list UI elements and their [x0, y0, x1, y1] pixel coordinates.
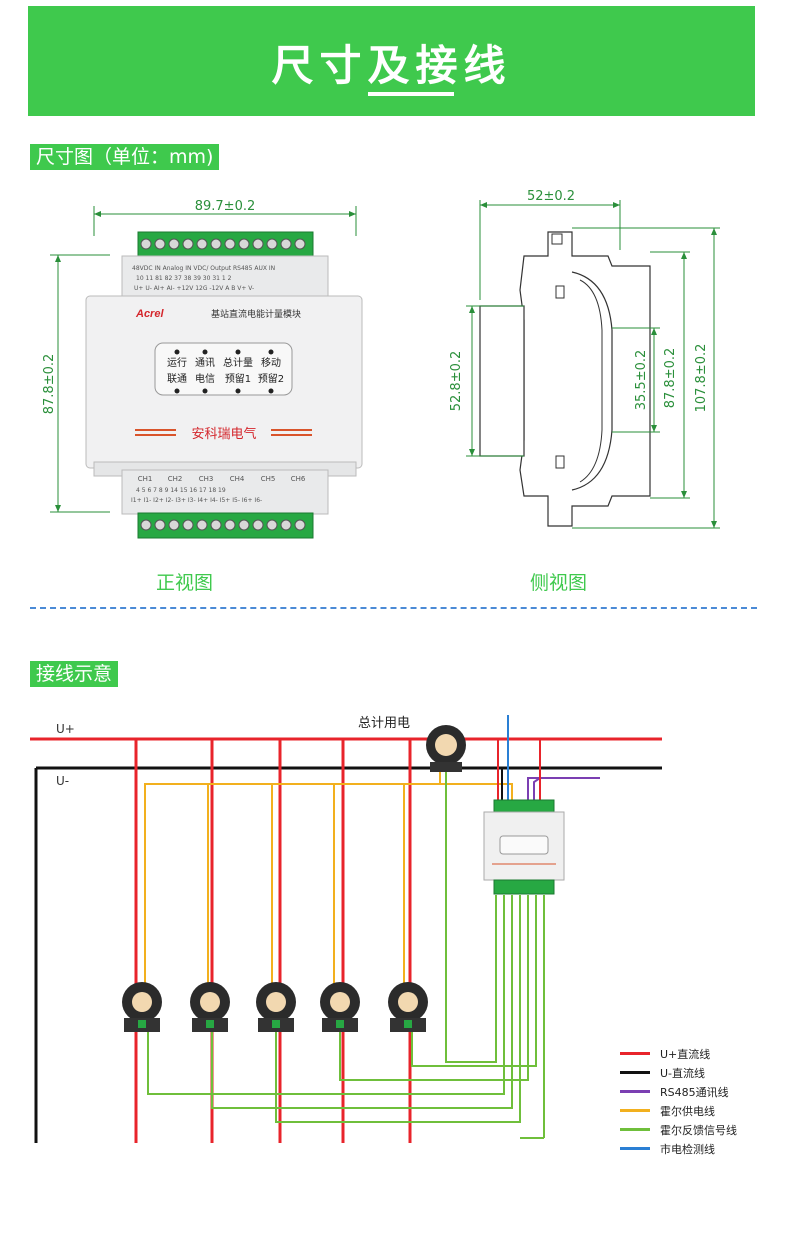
legend-item: U-直流线: [620, 1063, 737, 1082]
u-plus-label: U+: [56, 722, 75, 736]
company-name: 安科瑞电气: [191, 426, 256, 442]
side-slot-top: [555, 285, 565, 299]
indicator-label-6: 电信: [195, 372, 215, 385]
module-top-terminals: [493, 799, 555, 813]
indicator-label-8: 预留2: [258, 372, 284, 385]
front-view: 89.7±0.2 87.8±0.2 48VDC IN Analog IN VDC…: [42, 199, 363, 539]
side-view-caption: 侧视图: [530, 572, 588, 594]
rs485-lines: [527, 777, 600, 804]
branch-current-transformers: [122, 982, 428, 1032]
front-width-label: 89.7±0.2: [195, 199, 256, 214]
front-top-labels-row1: 48VDC IN Analog IN VDC/ Output RS485 AUX…: [132, 265, 275, 272]
side-slot-bottom: [555, 455, 565, 469]
legend-item: RS485通讯线: [620, 1082, 737, 1101]
legend-item: U+直流线: [620, 1044, 737, 1063]
channel-label-1: CH1: [138, 475, 153, 483]
channel-label-2: CH2: [168, 475, 183, 483]
legend-swatch-hall-supply: [620, 1109, 650, 1112]
indicator-label-3: 总计量: [223, 356, 253, 369]
front-top-labels-row2: 10 11 81 82 37 38 39 30 31 1 2: [136, 275, 232, 282]
legend-swatch-mains: [620, 1147, 650, 1150]
top-terminal-screws: [140, 238, 306, 250]
indicator-label-1: 运行: [167, 356, 187, 369]
page-title: 尺寸及接线: [271, 41, 512, 90]
channel-label-5: CH5: [261, 475, 276, 483]
title-underline: [368, 92, 454, 96]
legend-label: U+直流线: [660, 1047, 711, 1061]
indicator-panel: [154, 342, 293, 396]
dimensions-section-tag: 尺寸图（单位：mm): [30, 144, 220, 170]
side-din-rail-part: [479, 305, 525, 457]
side-width-label: 52±0.2: [527, 189, 575, 204]
branch-lines: [134, 739, 412, 1143]
front-bottom-labels-row2: 4 5 6 7 8 9 14 15 16 17 18 19: [136, 487, 226, 494]
legend-label: U-直流线: [660, 1066, 706, 1080]
front-bottom-labels-row3: I1+ I1- I2+ I2- I3+ I3- I4+ I4- I5+ I5- …: [131, 497, 262, 504]
front-top-labels-row3: U+ U- AI+ AI- +12V 12G -12V A B V+ V-: [134, 285, 254, 292]
legend-label: 霍尔反馈信号线: [660, 1123, 737, 1137]
legend-swatch-rs485: [620, 1090, 650, 1093]
u-minus-label: U-: [56, 774, 69, 788]
front-upper-housing: [121, 255, 329, 301]
channel-label-3: CH3: [199, 475, 214, 483]
side-dim1-label: 52.8±0.2: [449, 351, 464, 412]
indicator-leds: [174, 349, 274, 394]
wiring-legend: U+直流线 U-直流线 RS485通讯线 霍尔供电线 霍尔反馈信号线 市电检测线: [620, 1044, 737, 1158]
legend-label: 霍尔供电线: [660, 1104, 715, 1118]
bottom-terminal-screws: [140, 519, 306, 531]
main-current-transformer: [426, 725, 466, 772]
channel-label-4: CH4: [230, 475, 245, 483]
brand-logo: Acrel: [135, 308, 164, 320]
hall-supply-lines: [144, 770, 513, 990]
side-dim3-label: 87.8±0.2: [663, 348, 678, 409]
wiring-section-tag: 接线示意: [30, 661, 119, 687]
front-lower-housing: [121, 469, 329, 515]
indicator-label-5: 联通: [167, 373, 187, 385]
indicator-label-7: 预留1: [225, 372, 251, 385]
product-name: 基站直流电能计量模块: [211, 308, 301, 320]
side-dim2-label: 35.5±0.2: [634, 350, 649, 411]
header-banner: 尺寸及接线: [28, 6, 755, 116]
hall-feedback-lines: [147, 770, 545, 1139]
module-bottom-terminals: [493, 879, 555, 895]
legend-swatch-hall-feedback: [620, 1128, 650, 1131]
indicator-label-2: 通讯: [195, 357, 215, 369]
total-usage-label: 总计用电: [358, 716, 410, 731]
section-divider: [30, 607, 757, 609]
legend-swatch-u-minus: [620, 1071, 650, 1074]
side-view: 52±0.2 52.8±0.2 35.5±0.2 87.8±0.2: [449, 189, 720, 529]
legend-label: RS485通讯线: [660, 1085, 729, 1099]
legend-label: 市电检测线: [660, 1142, 715, 1156]
legend-item: 霍尔反馈信号线: [620, 1120, 737, 1139]
side-dim4-label: 107.8±0.2: [694, 344, 709, 413]
side-outline: [519, 231, 651, 527]
wiring-diagram: U+ U- 总计用电: [30, 715, 662, 1143]
indicator-label-4: 移动: [261, 356, 281, 369]
legend-item: 霍尔供电线: [620, 1101, 737, 1120]
front-height-label: 87.8±0.2: [42, 354, 57, 415]
legend-item: 市电检测线: [620, 1139, 737, 1158]
legend-swatch-u-plus: [620, 1052, 650, 1055]
channel-label-6: CH6: [291, 475, 306, 483]
side-screw-top: [551, 233, 563, 245]
front-view-caption: 正视图: [156, 572, 214, 594]
